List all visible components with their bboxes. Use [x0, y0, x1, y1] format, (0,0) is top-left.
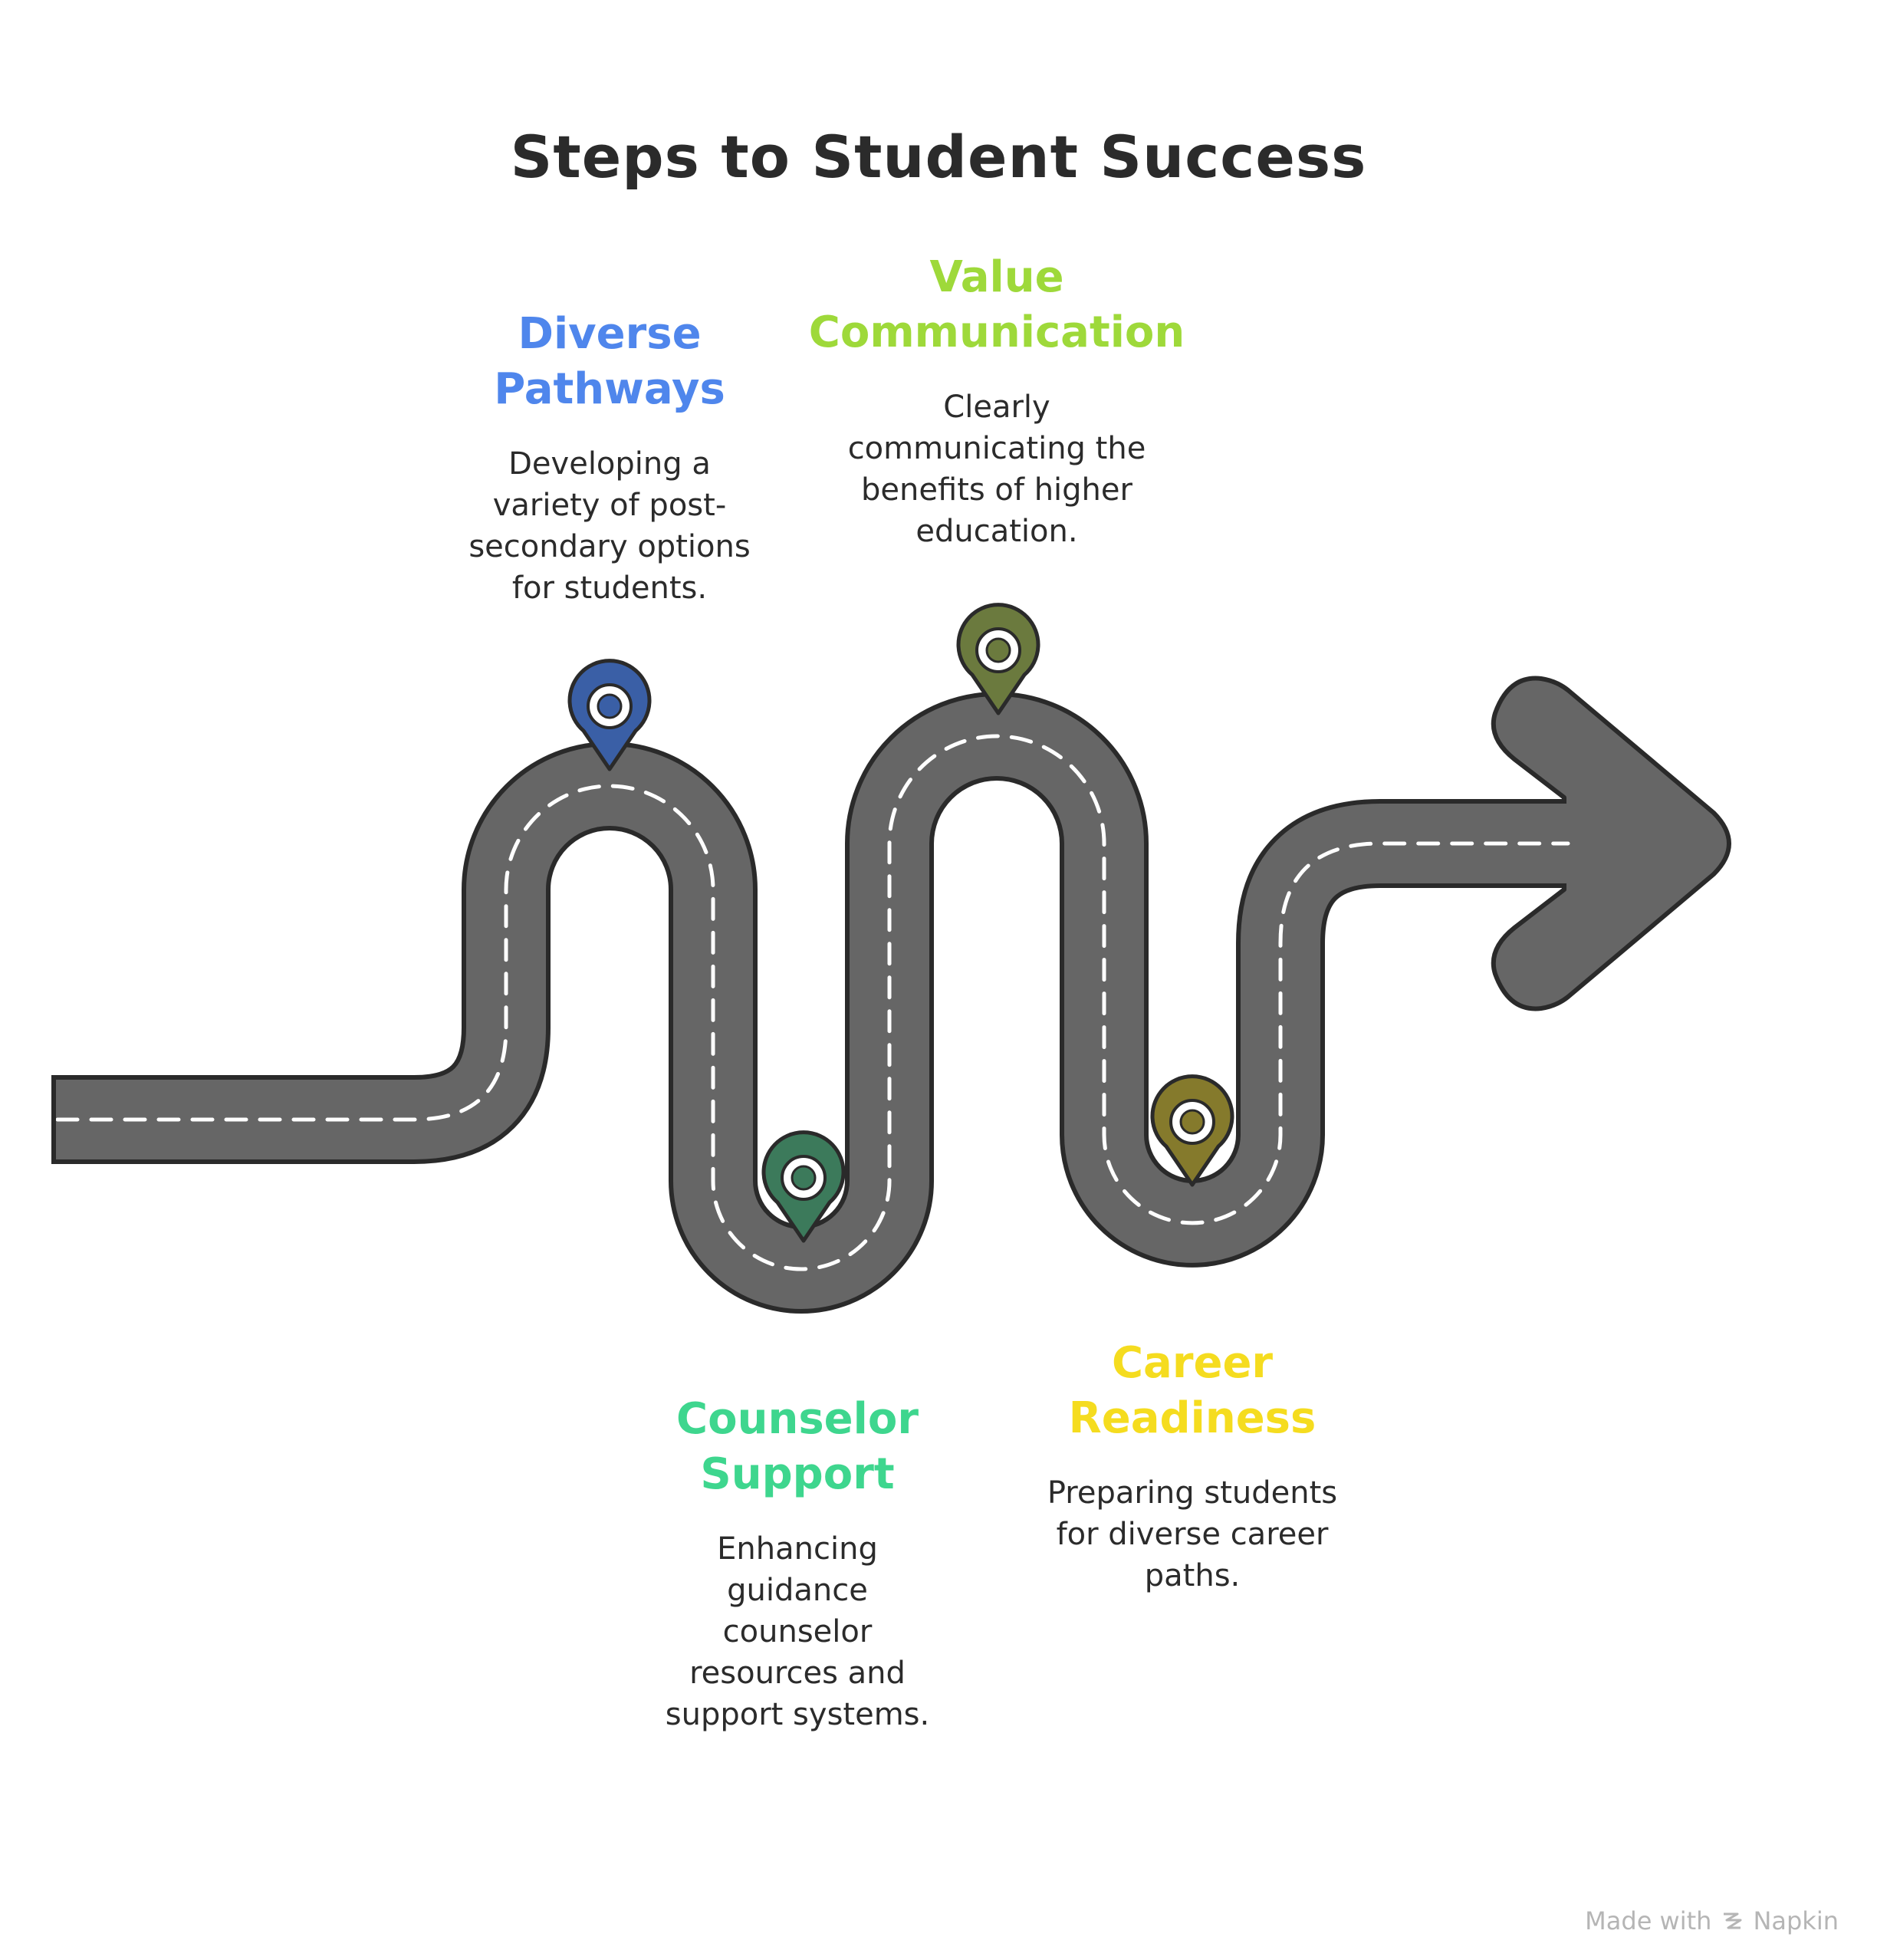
step-title: Career Readiness [1068, 1338, 1317, 1443]
step-title: Counselor Support [676, 1394, 919, 1499]
marker-counselor-support [761, 1130, 846, 1243]
napkin-logo-icon [1724, 1912, 1742, 1929]
made-with-napkin-footer: Made with Napkin [1585, 1906, 1839, 1935]
diagram-title: Steps to Student Success [510, 123, 1367, 191]
marker-diverse-pathways [567, 659, 652, 771]
road-center-line [55, 734, 1570, 1271]
step-description: Preparing students for diverse career pa… [1047, 1475, 1338, 1593]
road-arrow-head [1491, 676, 1731, 1011]
step-title: Value Communication [808, 252, 1185, 357]
marker-value-communication [956, 603, 1040, 715]
step-description: Clearly communicating the benefits of hi… [847, 390, 1146, 549]
made-with-label: Made with [1585, 1906, 1712, 1935]
step-counselor-support: Counselor Support Enhancing guidance cou… [606, 1392, 989, 1735]
step-description: Enhancing guidance counselor resources a… [665, 1531, 930, 1732]
step-description: Developing a variety of post- secondary … [468, 446, 751, 606]
marker-career-readiness [1150, 1074, 1234, 1187]
step-title: Diverse Pathways [494, 309, 725, 414]
road-start-cap [51, 1075, 56, 1164]
napkin-brand-label: Napkin [1753, 1906, 1839, 1935]
step-career-readiness: Career Readiness Preparing students for … [993, 1336, 1392, 1597]
step-value-communication: Value Communication Clearly communicatin… [790, 250, 1204, 552]
step-diverse-pathways: Diverse Pathways Developing a variety of… [418, 307, 801, 609]
